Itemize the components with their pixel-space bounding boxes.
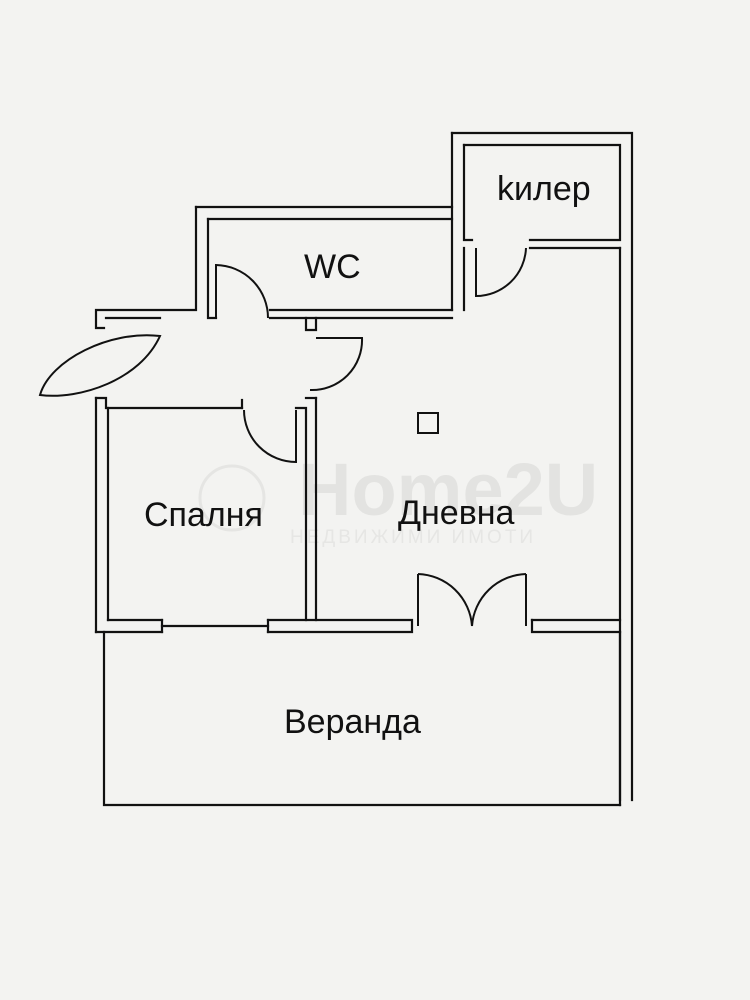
watermark: Home2U НЕДВИЖИМИ ИМОТИ: [198, 448, 598, 548]
bedroom-door-arc: [243, 409, 297, 464]
room-label-living: Дневна: [398, 494, 515, 532]
room-label-storage: kилер: [497, 170, 591, 208]
doors: [38, 247, 527, 627]
storage-door-arc: [475, 247, 527, 298]
walls: [94, 131, 634, 807]
room-label-veranda: Веранда: [284, 703, 421, 741]
watermark-logo: Home2U: [298, 448, 598, 531]
watermark-tagline: НЕДВИЖИМИ ИМОТИ: [290, 527, 536, 548]
wc-door-arc: [215, 263, 269, 319]
room-label-wc: WC: [304, 248, 361, 286]
living-door-arc: [309, 337, 364, 392]
entrance-door-arc: [38, 334, 162, 397]
veranda-door-arc-left: [417, 573, 473, 627]
veranda-door-arc-right: [471, 573, 527, 627]
room-label-bedroom: Спалня: [144, 496, 263, 534]
